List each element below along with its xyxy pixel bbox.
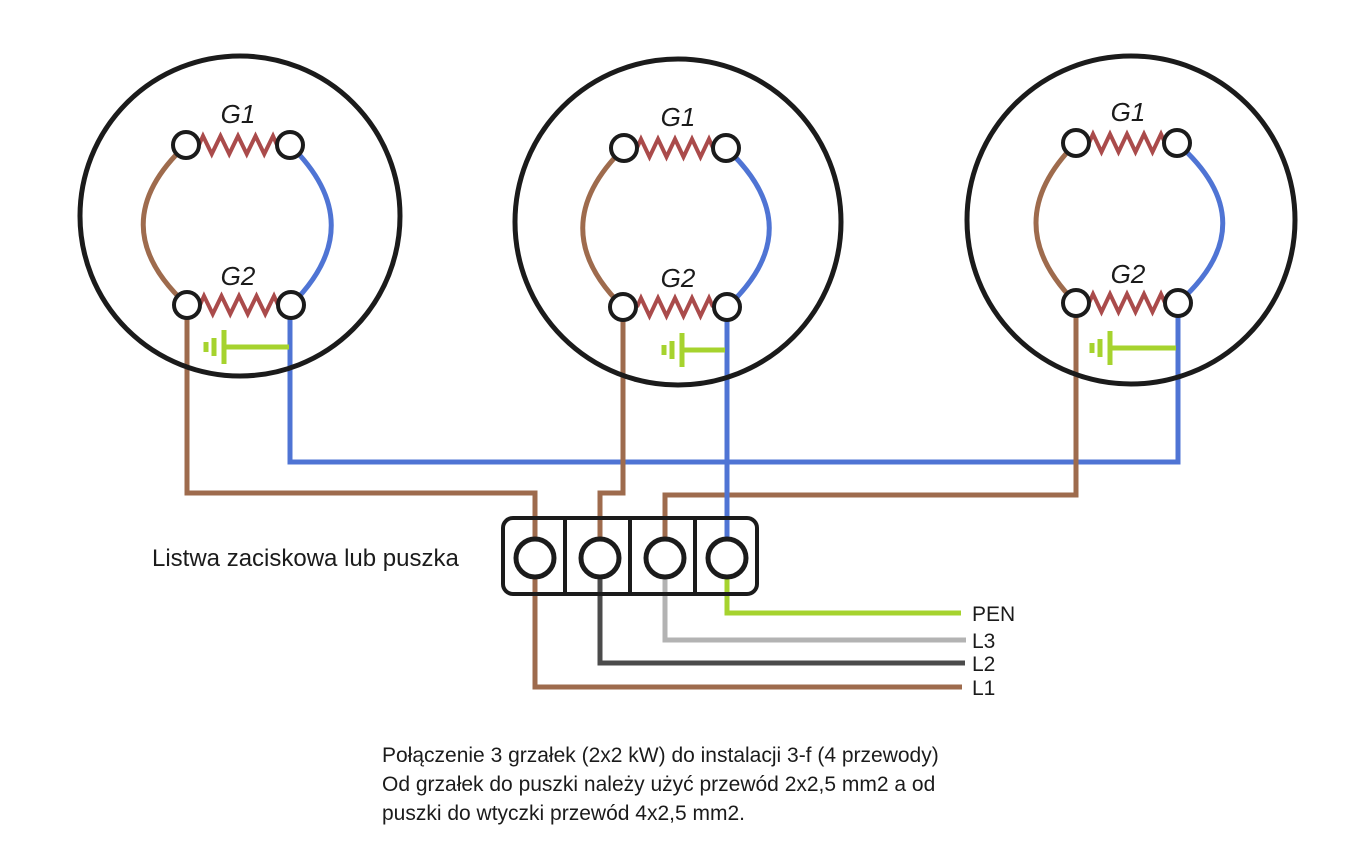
terminal-block-label: Listwa zaciskowa lub puszka [152, 545, 459, 572]
ground-icon [203, 330, 289, 364]
heater3-resistor-g2 [1087, 289, 1167, 317]
heater1-terminal [172, 290, 202, 320]
heater1-g1-label: G1 [221, 99, 256, 129]
supply-label-l2: L2 [972, 653, 995, 676]
heater2-housing-circle [512, 56, 844, 388]
heater2-terminal [609, 133, 639, 163]
supply-wire-l3 [662, 558, 966, 643]
caption-line-1: Połączenie 3 grzałek (2x2 kW) do instala… [382, 744, 939, 767]
heater3-resistor-g1 [1087, 129, 1167, 157]
heater2-terminal [711, 133, 741, 163]
ground-icon [1089, 331, 1176, 365]
blue-bus-wire [287, 303, 1181, 465]
supply-label-pen: PEN [972, 603, 1015, 626]
heater3-brown-internal-wire [1033, 141, 1078, 305]
heater3-blue-internal-wire [1175, 141, 1226, 305]
heater1-resistor-g2 [198, 291, 280, 319]
heater2-terminal [608, 292, 638, 322]
heater2-terminal [712, 292, 742, 322]
heater3-terminal [1061, 128, 1091, 158]
heater3-housing-circle [964, 53, 1298, 387]
heater3-terminal [1162, 128, 1192, 158]
heater3-g1-label: G1 [1111, 97, 1146, 127]
heater1-terminal [276, 290, 306, 320]
terminal-2 [578, 536, 622, 580]
heater-3: G1 G2 [964, 53, 1298, 387]
heater3-g2-label: G2 [1111, 259, 1146, 289]
heater2-brown-feeder-wire [597, 307, 626, 558]
caption-line-3: puszki do wtyczki przewód 4x2,5 mm2. [382, 802, 745, 825]
heater3-terminal [1061, 288, 1091, 318]
supply-label-l3: L3 [972, 630, 995, 653]
terminal-block [501, 516, 759, 596]
supply-label-l1: L1 [972, 677, 995, 700]
heater1-housing-circle [77, 53, 403, 379]
heater-2: G1 G2 [512, 56, 844, 388]
caption-line-2: Od grzałek do puszki należy użyć przewód… [382, 773, 935, 796]
heater1-brown-feeder-wire [184, 305, 538, 558]
heater2-resistor-g1 [635, 134, 715, 162]
caption: Połączenie 3 grzałek (2x2 kW) do instala… [382, 744, 939, 825]
heater1-blue-internal-wire [288, 143, 334, 307]
heater2-blue-internal-wire [724, 146, 772, 309]
heater2-g1-label: G1 [661, 102, 696, 132]
heater2-resistor-g2 [635, 293, 715, 321]
heater2-g2-label: G2 [661, 263, 696, 293]
terminal-4 [705, 536, 749, 580]
heater1-brown-internal-wire [140, 143, 189, 307]
supply-wire-l1 [532, 558, 962, 690]
heater3-terminal [1163, 288, 1193, 318]
terminal-3 [643, 536, 687, 580]
terminal-1 [513, 536, 557, 580]
ground-icon [661, 333, 725, 367]
heater1-g2-label: G2 [221, 261, 256, 291]
heater2-brown-internal-wire [580, 146, 626, 309]
heater-1: G1 G2 [77, 53, 403, 379]
heater1-resistor-g1 [197, 131, 279, 159]
heater1-terminal [171, 130, 201, 160]
heater1-terminal [275, 130, 305, 160]
heater3-brown-feeder-wire [662, 303, 1079, 558]
supply-wire-pen [724, 558, 961, 616]
